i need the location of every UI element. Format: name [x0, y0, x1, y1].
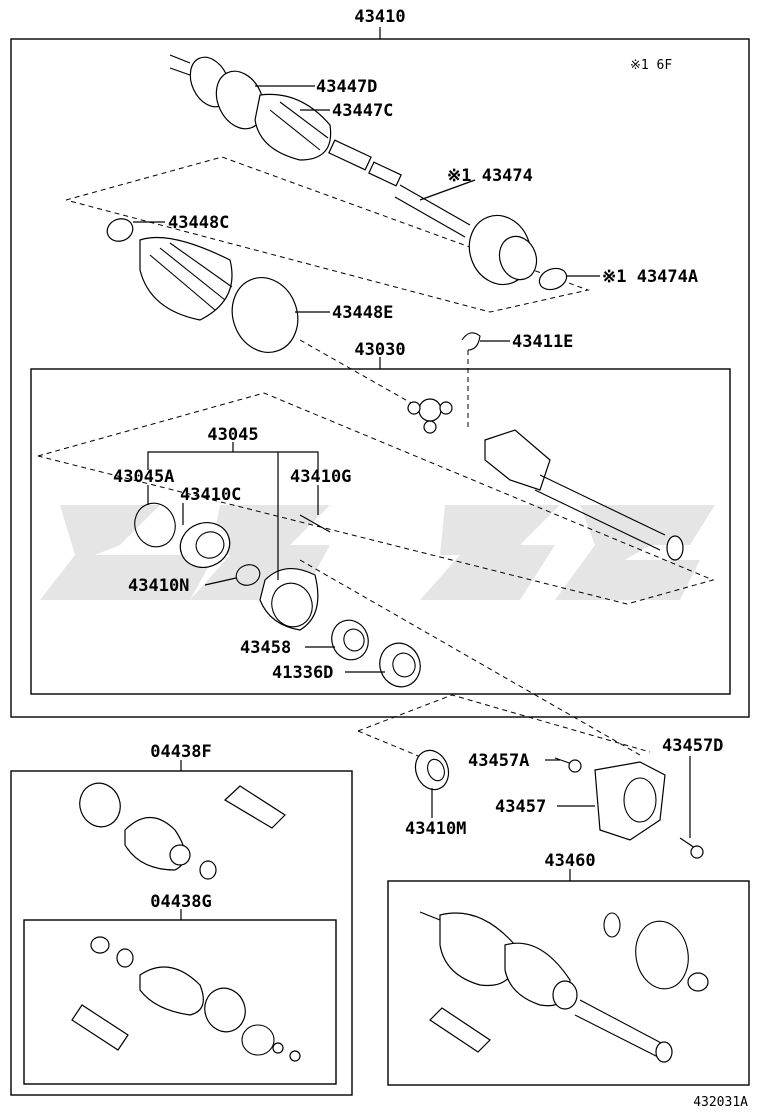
label-43448C: 43448C [168, 213, 229, 233]
ring-43410N [235, 564, 261, 586]
label-43457: 43457 [495, 797, 546, 817]
label-43447D: 43447D [316, 77, 377, 97]
bearing-43410C [179, 522, 231, 568]
box-04438G [23, 919, 337, 1085]
box-43410 [10, 38, 750, 718]
box-43460 [387, 880, 750, 1086]
bearing-41336D [379, 642, 421, 688]
outer-joint-shaft [169, 54, 471, 238]
label-43045: 43045 [207, 425, 258, 445]
pin-43410G [299, 514, 331, 533]
boot-outer [139, 236, 233, 321]
bolt-43457A [554, 757, 582, 773]
boot-kit-04438F [71, 782, 301, 1062]
damper-43474 [468, 214, 538, 286]
bolt-43457D [679, 837, 704, 859]
label-43410N: 43410N [128, 576, 189, 596]
seal-43410M [414, 749, 450, 791]
clamp-43474A [538, 267, 568, 291]
label-04438F: 04438F [150, 742, 211, 762]
label-04438G: 04438G [150, 892, 211, 912]
label-43030: 43030 [354, 340, 405, 360]
note-label: ※1 6F [630, 58, 672, 73]
clamp-43448E [231, 277, 299, 353]
snap-ring-43411E [461, 332, 481, 351]
tripod-joint [407, 398, 453, 434]
bearing-bracket-43457 [594, 761, 666, 841]
label-43045A: 43045A [113, 467, 174, 487]
label-43410C: 43410C [180, 485, 241, 505]
dashed-boot-kit [65, 156, 590, 313]
inner-joint-housing [484, 429, 684, 561]
box-04438F [10, 770, 353, 1096]
label-43474A: ※1 43474A [602, 267, 698, 287]
bearing-bracket-43045 [259, 568, 319, 631]
label-43410: 43410 [354, 7, 405, 27]
label-43460: 43460 [544, 851, 595, 871]
label-43411E: 43411E [512, 332, 573, 352]
label-41336D: 41336D [272, 663, 333, 683]
clamp-43448C [106, 218, 134, 242]
label-43457D: 43457D [662, 736, 723, 756]
label-43448E: 43448E [332, 303, 393, 323]
label-43457A: 43457A [468, 751, 529, 771]
label-43410M: 43410M [405, 819, 466, 839]
dashed-inner-kit [37, 392, 715, 605]
figure-code: 432031A [693, 1095, 748, 1110]
label-43410G: 43410G [290, 467, 351, 487]
drive-shaft-43460 [419, 911, 709, 1063]
label-43474: ※1 43474 [447, 166, 533, 186]
seal-43458 [331, 619, 369, 661]
dashed-bracket-kit [357, 694, 651, 753]
label-43447C: 43447C [332, 101, 393, 121]
label-43458: 43458 [240, 638, 291, 658]
